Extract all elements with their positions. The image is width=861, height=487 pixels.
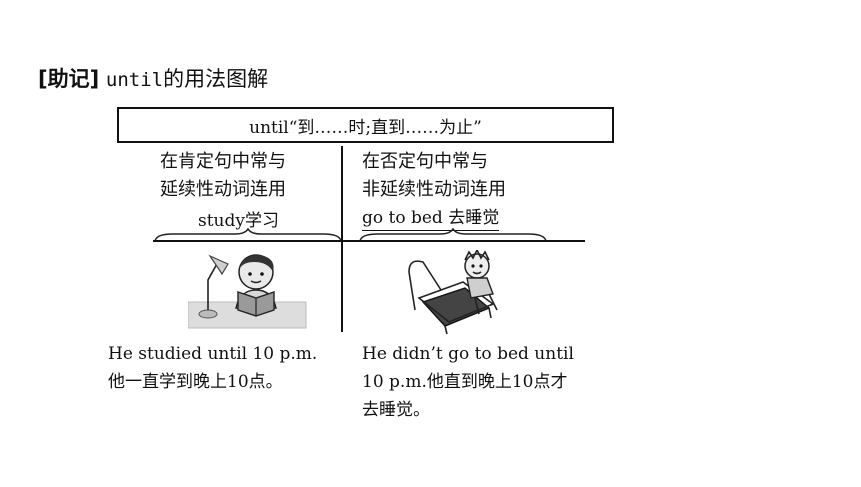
section-heading: [助记] until的用法图解 — [38, 63, 268, 93]
bed-child-illustration-icon — [408, 250, 498, 335]
left-example-en: He studied until 10 p.m. — [108, 344, 318, 364]
left-example-cn: 他一直学到晚上10点。 — [108, 372, 283, 392]
brace-baseline — [153, 240, 585, 242]
left-example: He studied until 10 p.m. 他一直学到晚上10点。 — [108, 340, 317, 396]
right-rule-line1: 在否定句中常与 — [362, 151, 488, 172]
heading-tag: [助记] — [38, 67, 100, 91]
definition-box: until“到……时;直到……为止” — [117, 107, 614, 143]
heading-rest: 的用法图解 — [163, 67, 269, 91]
left-rule-line1: 在肯定句中常与 — [160, 151, 286, 172]
left-rule-text: 在肯定句中常与 延续性动词连用 — [160, 148, 286, 204]
studying-child-illustration-icon — [188, 254, 307, 329]
definition-text: until“到……时;直到……为止” — [249, 117, 482, 138]
right-example-line1: He didn’t go to bed until — [362, 344, 574, 364]
right-rule-line2: 非延续性动词连用 — [362, 179, 506, 200]
right-example-line3: 去睡觉。 — [362, 400, 430, 420]
left-rule-line2: 延续性动词连用 — [160, 179, 286, 200]
right-example: He didn’t go to bed until 10 p.m.他直到晚上10… — [362, 340, 574, 424]
right-example-line2: 10 p.m.他直到晚上10点才 — [362, 372, 568, 392]
heading-word: until — [105, 69, 164, 91]
column-divider — [341, 146, 343, 332]
right-brace-icon — [359, 228, 547, 243]
left-verb: study学习 — [198, 211, 279, 231]
left-brace-icon — [154, 228, 342, 243]
right-verb: go to bed 去睡觉 — [362, 206, 500, 231]
right-rule-text: 在否定句中常与 非延续性动词连用 — [362, 148, 506, 204]
